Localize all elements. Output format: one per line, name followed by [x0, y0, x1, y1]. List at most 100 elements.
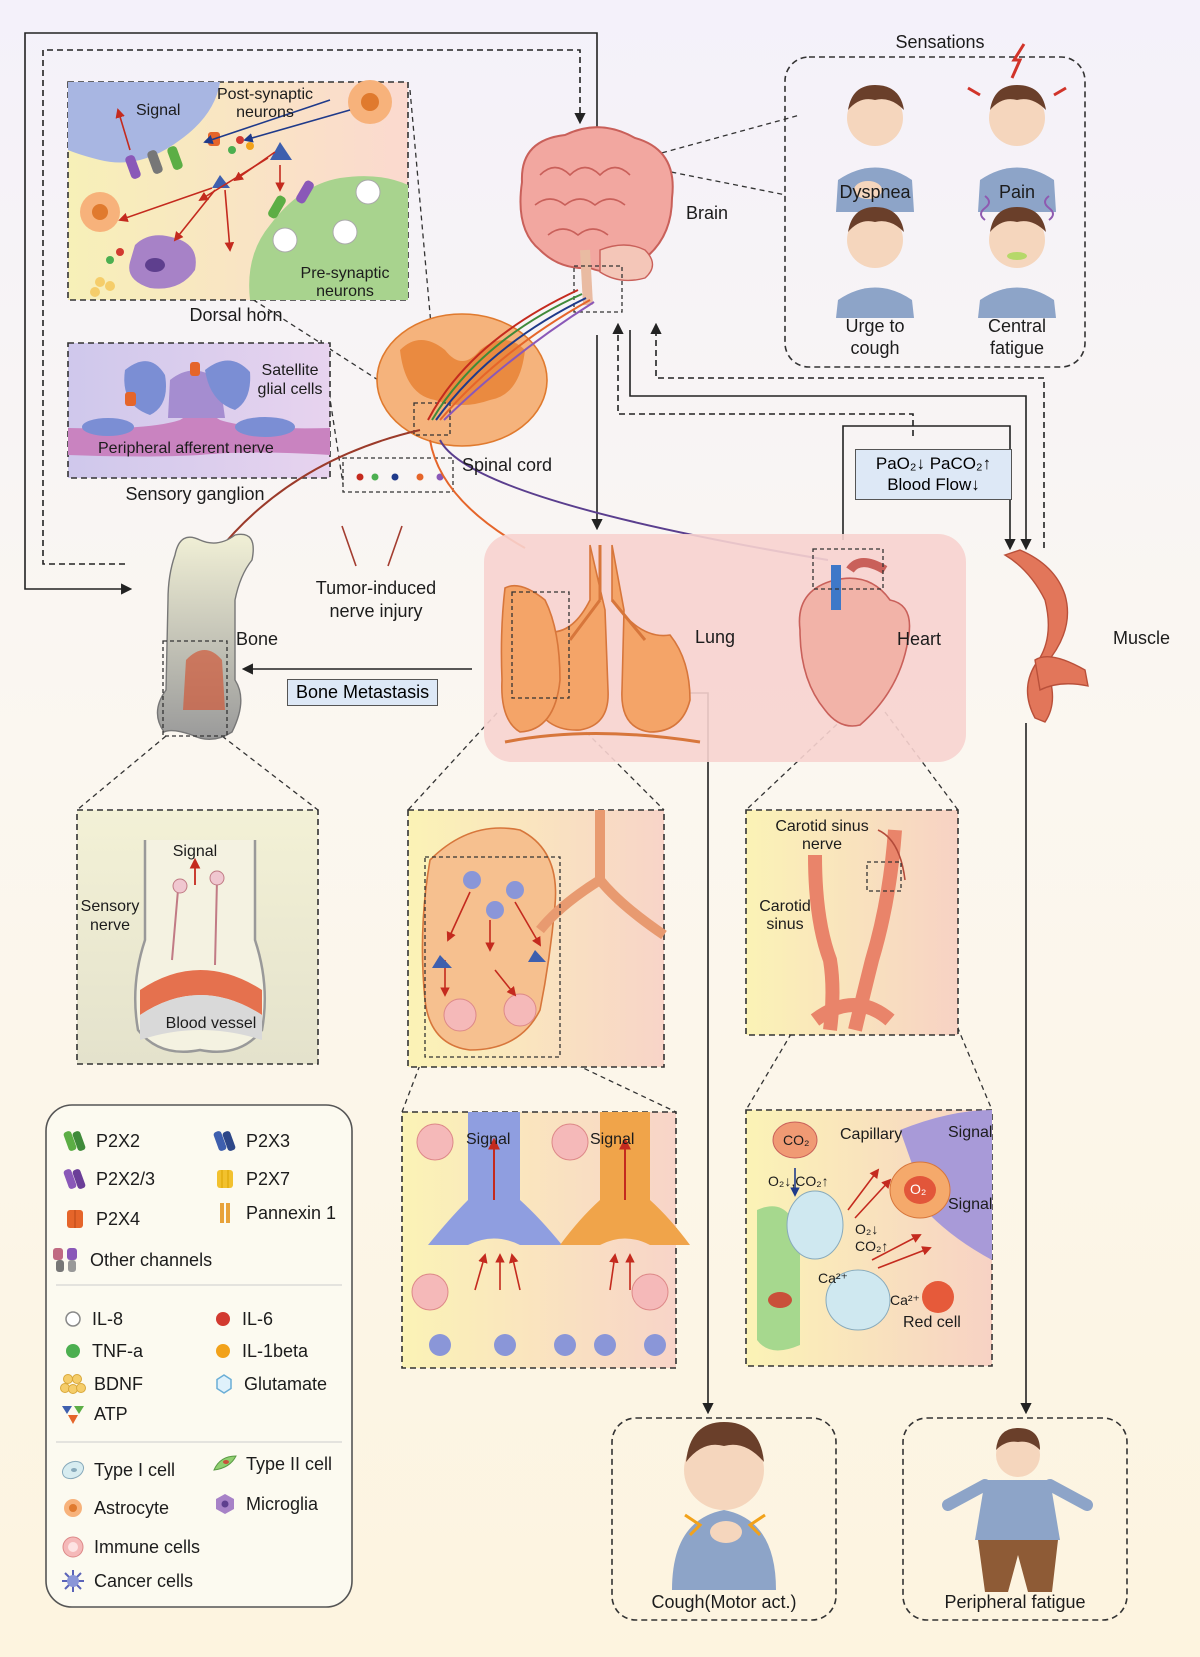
carotid-sinus-nerve-label-1: Carotid sinus — [775, 818, 869, 835]
il8-icon — [65, 1311, 81, 1327]
o2-co2-label-1: O₂↓,CO₂↑ — [768, 1173, 829, 1189]
face-dyspnea — [836, 85, 914, 212]
legend-cancer-label: Cancer cells — [94, 1570, 194, 1591]
legend-il6: IL-6 — [212, 1308, 273, 1330]
urge-to-cough-label-2: cough — [850, 338, 900, 358]
bone-label: Bone — [236, 629, 279, 649]
dyspnea-label: Dyspnea — [839, 182, 911, 202]
astrocyte-icon — [64, 1499, 82, 1517]
blood-vessel-label: Blood vessel — [165, 1015, 257, 1032]
cancer-cell-icon — [62, 1570, 84, 1592]
o2-label: O₂ — [910, 1181, 927, 1197]
capillary-label: Capillary — [840, 1126, 903, 1143]
legend-tnfa: TNF-a — [62, 1340, 143, 1362]
pain-label: Pain — [998, 182, 1036, 202]
legend-type2-label: Type II cell — [246, 1453, 333, 1474]
legend-p2x4: P2X4 — [62, 1206, 140, 1232]
central-fatigue-label-1: Central — [987, 316, 1047, 336]
sensory-ganglion-illustration — [68, 360, 330, 457]
legend-immune-label: Immune cells — [94, 1536, 201, 1557]
il6-icon — [216, 1312, 230, 1326]
urge-to-cough-label-1: Urge to — [845, 316, 905, 336]
legend-p2x2-3-label: P2X2/3 — [96, 1168, 156, 1189]
o2-co2-label-2a: O₂↓ — [855, 1221, 879, 1237]
post-synaptic-label-1: Post-synaptic — [216, 86, 314, 103]
pre-synaptic-label-2: neurons — [316, 283, 374, 300]
peripheral-fatigue-label: Peripheral fatigue — [944, 1592, 1086, 1612]
carotid-micro-signal-label-2: Signal — [948, 1196, 993, 1213]
legend-atp: ATP — [60, 1402, 128, 1426]
p2x2-icon — [63, 1131, 86, 1151]
microglia-icon — [216, 1494, 234, 1514]
cough-motor-label: Cough(Motor act.) — [651, 1592, 797, 1612]
satellite-label-2: glial cells — [257, 381, 323, 398]
sensory-ganglion-label: Sensory ganglion — [125, 484, 265, 504]
face-central-fatigue — [978, 195, 1056, 318]
p2x2-3-icon — [63, 1169, 86, 1189]
tumor-induced-label-2: nerve injury — [329, 601, 423, 621]
legend-other-channels: Other channels — [50, 1246, 212, 1274]
legend-type1-label: Type I cell — [94, 1459, 176, 1480]
p2x3-icon — [213, 1131, 236, 1151]
legend-type2: Type II cell — [212, 1452, 332, 1476]
legend-il8: IL-8 — [62, 1308, 123, 1330]
lung-micro-illustration — [411, 1112, 690, 1356]
peripheral-fatigue-figure — [942, 1428, 1093, 1592]
lung-illustration — [500, 544, 701, 744]
bone-metastasis-label: Bone Metastasis — [287, 679, 439, 706]
legend-type1: Type I cell — [60, 1458, 175, 1482]
legend-pannexin-label: Pannexin 1 — [246, 1202, 337, 1223]
carotid-sinus-label-1: Carotid — [759, 898, 811, 915]
red-cell-label: Red cell — [903, 1314, 961, 1331]
legend-astrocyte-label: Astrocyte — [94, 1497, 170, 1518]
heart-illustration — [798, 558, 911, 727]
legend-p2x2: P2X2 — [62, 1128, 140, 1154]
carotid-sinus-label-2: sinus — [766, 916, 804, 933]
legend-glutamate-label: Glutamate — [244, 1373, 328, 1394]
legend-p2x7-label: P2X7 — [246, 1168, 291, 1189]
cough-figure — [672, 1422, 776, 1590]
tumor-induced-label-1: Tumor-induced — [315, 578, 437, 598]
dorsal-horn-signal-label: Signal — [136, 102, 181, 119]
legend-other-channels-label: Other channels — [90, 1249, 213, 1270]
type1-cell-icon — [61, 1460, 85, 1480]
legend-microglia-label: Microglia — [246, 1493, 319, 1514]
muscle-illustration — [1003, 549, 1089, 723]
muscle-label: Muscle — [1113, 628, 1171, 648]
pannexin-icon — [220, 1203, 230, 1223]
spinal-cord-label: Spinal cord — [462, 455, 553, 475]
brain-label: Brain — [686, 203, 729, 223]
legend-p2x7: P2X7 — [212, 1166, 290, 1192]
face-pain — [967, 43, 1067, 212]
brain-illustration — [519, 126, 674, 306]
p2x7-icon — [217, 1170, 233, 1188]
blood-flow-label: Blood Flow↓ — [887, 475, 980, 495]
heart-label: Heart — [897, 629, 942, 649]
legend-il1beta: IL-1beta — [212, 1340, 308, 1362]
immune-cell-icon — [62, 1536, 84, 1558]
legend-bdnf: BDNF — [60, 1372, 143, 1396]
sensory-nerve-label-1: Sensory — [80, 898, 140, 915]
atp-icon — [62, 1406, 84, 1424]
satellite-label-1: Satellite — [261, 362, 319, 379]
legend-p2x2-label: P2X2 — [96, 1130, 141, 1151]
sensations-title: Sensations — [895, 32, 985, 52]
co2-label: CO₂ — [783, 1132, 810, 1148]
dorsal-horn-illustration — [68, 80, 408, 300]
peripheral-afferent-label: Peripheral afferent nerve — [98, 440, 274, 457]
tnfa-icon — [66, 1344, 80, 1358]
blood-gas-box: PaO₂↓ PaCO₂↑ Blood Flow↓ — [855, 449, 1012, 500]
o2-co2-label-2b: CO₂↑ — [855, 1238, 889, 1254]
legend-p2x2-3: P2X2/3 — [62, 1166, 155, 1192]
il1beta-icon — [216, 1344, 230, 1358]
lung-micro-signal-label-1: Signal — [466, 1131, 511, 1148]
carotid-micro-signal-label-1: Signal — [948, 1124, 993, 1141]
legend-il8-label: IL-8 — [92, 1308, 124, 1329]
legend-il6-label: IL-6 — [242, 1308, 274, 1329]
legend-p2x3-label: P2X3 — [246, 1130, 291, 1151]
post-synaptic-label-2: neurons — [236, 104, 294, 121]
carotid-sinus-nerve-label-2: nerve — [801, 836, 843, 853]
lung-label: Lung — [695, 627, 736, 647]
face-urge-to-cough — [836, 207, 914, 318]
